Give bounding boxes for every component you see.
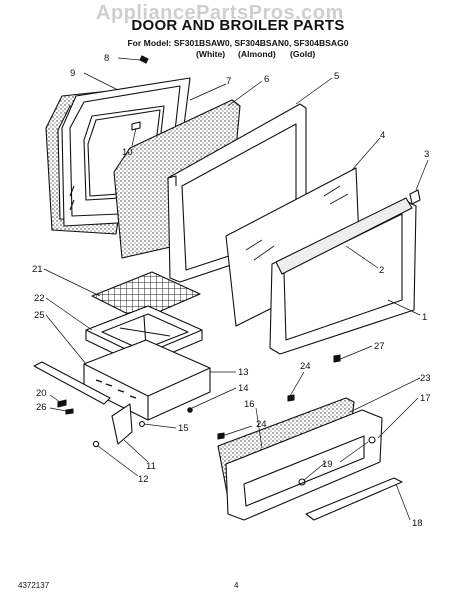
broiler-door-frame-part: [269, 197, 417, 355]
callout-12: 12: [138, 474, 149, 485]
callout-22: 22: [34, 293, 45, 304]
callout-25: 25: [34, 310, 45, 321]
trim-strip-part: [305, 477, 403, 521]
bolt-part-12: [92, 440, 100, 448]
callout-14: 14: [238, 383, 249, 394]
clip-part-3: [409, 189, 421, 205]
document-number: 4372137: [18, 581, 50, 590]
callout-3: 3: [424, 149, 429, 160]
callout-5: 5: [334, 71, 339, 82]
callout-13: 13: [238, 367, 249, 378]
broiler-drawer-part: [83, 339, 211, 421]
broiler-door-panel-part: [225, 409, 383, 521]
variant-white: (White): [196, 49, 226, 59]
callout-10: 10: [122, 147, 133, 158]
callout-labels: 8 9 7 6 5 10 4 3 2 1 21 22 25 13 14 15 2…: [32, 53, 431, 529]
callout-17: 17: [420, 393, 431, 404]
callout-8: 8: [104, 53, 109, 64]
callout-7: 7: [226, 76, 231, 87]
page-number: 4: [234, 581, 239, 590]
screw-part-26: [65, 408, 74, 415]
nut-part-14: [187, 407, 193, 413]
model-numbers: For Model: SF301BSAW0, SF304BSAN0, SF304…: [127, 38, 349, 48]
bracket-part-10: [131, 121, 141, 131]
leader-lines: [43, 57, 429, 521]
nut-part-15: [139, 421, 145, 427]
variant-gold: (Gold): [290, 49, 316, 59]
callout-19: 19: [322, 459, 333, 470]
broiler-grid-part: [91, 271, 201, 321]
screw-part-27: [333, 354, 341, 363]
callout-20: 20: [36, 388, 47, 399]
side-rail-part: [33, 361, 111, 405]
callout-2: 2: [379, 265, 384, 276]
callout-24-lower: 24: [256, 419, 267, 430]
callout-26: 26: [36, 402, 47, 413]
screw-part-24a: [287, 394, 295, 402]
callout-4: 4: [380, 130, 385, 141]
screw-part-8: [139, 55, 149, 64]
broiler-pan-part: [85, 305, 203, 367]
callout-6: 6: [264, 74, 269, 85]
callout-21: 21: [32, 264, 43, 275]
callout-11: 11: [146, 461, 156, 472]
diagram-title: DOOR AND BROILER PARTS: [131, 17, 345, 34]
watermark: AppliancePartsPros.com: [96, 2, 344, 24]
variant-almond: (Almond): [238, 49, 276, 59]
callout-24-upper: 24: [300, 361, 311, 372]
callout-23: 23: [420, 373, 431, 384]
callout-1: 1: [422, 312, 427, 323]
callout-27: 27: [374, 341, 385, 352]
bracket-part-11: [111, 403, 133, 445]
callout-16: 16: [244, 399, 255, 410]
callout-18: 18: [412, 518, 423, 529]
callout-9: 9: [70, 68, 75, 79]
screw-part-24b: [217, 432, 225, 440]
callout-15: 15: [178, 423, 189, 434]
